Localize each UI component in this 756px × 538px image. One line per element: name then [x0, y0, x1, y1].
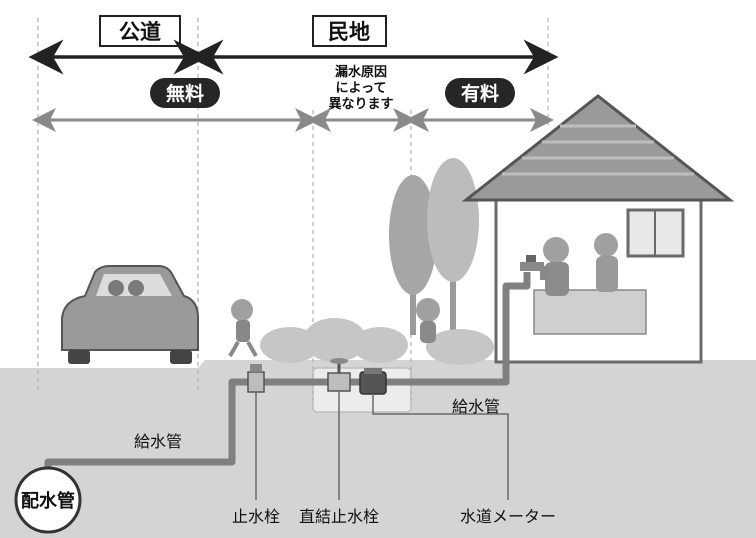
faucet-icon: [520, 255, 548, 280]
bushes-illustration: [260, 318, 494, 365]
water-meter-label: 水道メーター: [460, 507, 556, 526]
note-line-2: によって: [336, 81, 387, 96]
supply-pipe-label-right: 給水管: [452, 397, 500, 416]
direct-stop-valve-icon: [327, 358, 351, 392]
leader-lines: [255, 391, 509, 500]
free-badge: [150, 78, 220, 108]
direct-stop-valve-label: 直結止水栓: [299, 507, 379, 526]
private-zone-label: 民地: [328, 20, 370, 44]
note-line-1: 漏水原因: [335, 64, 387, 80]
stop-valve-label: 止水栓: [232, 507, 280, 526]
note-line-3: 異なります: [328, 97, 393, 112]
trees-illustration: [389, 158, 479, 335]
main-pipe-label: 配水管: [21, 490, 75, 512]
water-meter-icon: [359, 368, 387, 395]
paid-badge-text: 有料: [461, 82, 499, 105]
running-child-illustration: [228, 299, 258, 357]
supply-pipe-label-left: 給水管: [134, 432, 182, 451]
main-pipe-icon: [14, 466, 82, 534]
car-illustration: [61, 265, 199, 364]
stop-valve-icon: [247, 364, 265, 393]
paid-badge: [445, 78, 515, 108]
free-badge-text: 無料: [166, 82, 204, 105]
ground: [0, 360, 756, 538]
public-zone-label: 公道: [119, 20, 161, 44]
child-illustration: [416, 298, 440, 343]
